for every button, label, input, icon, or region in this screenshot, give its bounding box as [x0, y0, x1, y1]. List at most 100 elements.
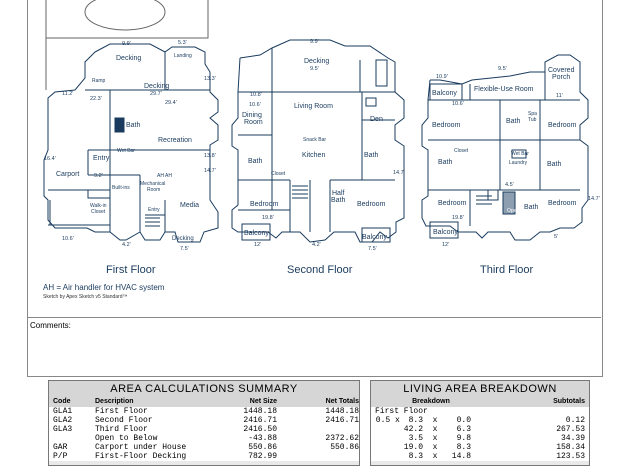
room-f3-bedroom-2: Bedroom: [548, 122, 577, 129]
cell-description: Third Floor: [95, 425, 148, 434]
cell-net-size: 2416.71: [243, 416, 277, 425]
col-breakdown: Breakdown: [412, 398, 450, 405]
page-frame: [27, 0, 603, 377]
dim-label: 10.9': [436, 74, 448, 80]
table-row: GAR Carport under House 550.86 550.86: [49, 443, 359, 452]
room-recreation: Recreation: [158, 137, 192, 144]
room-landing: Landing: [174, 53, 192, 59]
cell-description: First Floor: [95, 407, 148, 416]
room-entry-2: Entry: [148, 207, 160, 213]
living-breakdown-title: LIVING AREA BREAKDOWN: [371, 381, 589, 397]
room-porch: Porch: [552, 74, 570, 81]
room-mechanical-2: Room: [147, 187, 160, 193]
cell-net-size: 1448.18: [243, 407, 277, 416]
room-half-bath-2: Bath: [331, 197, 346, 204]
col-subtotals: Subtotals: [553, 398, 585, 405]
table-row: GLA1 First Floor 1448.18 1448.18: [49, 407, 359, 416]
room-f3-balcony-2: Balcony: [433, 229, 458, 236]
room-f3-spa: Spa: [528, 111, 537, 117]
room-flexible-use: Flexible-Use Room: [474, 86, 534, 93]
dim-label: 9.2': [94, 173, 103, 179]
dim-label: 19.8': [452, 215, 464, 221]
cell-subtotal: 34.39: [560, 434, 585, 443]
col-net-totals: Net Totals: [325, 398, 359, 405]
table-row: 8.3 x 14.8 123.53: [371, 452, 589, 461]
cell-net-total: 2416.71: [325, 416, 359, 425]
dim-label: 10.8': [250, 92, 262, 98]
dim-label: 10.6': [452, 101, 464, 107]
cell-dimensions: 8.3 x 0.0: [399, 416, 472, 425]
dim-label: 29.4': [165, 100, 177, 106]
cell-description: Carport under House: [95, 443, 187, 452]
dim-label: 9.9': [310, 39, 319, 45]
dim-label: 11.2': [62, 91, 73, 97]
dim-label: 14.7': [393, 170, 405, 176]
table-row: Open to Below -43.88 2372.62: [49, 434, 359, 443]
pool-outline: [84, 0, 166, 31]
cell-description: Open to Below: [95, 434, 158, 443]
room-f2-balcony-2: Balcony: [362, 234, 387, 241]
cell-factor: 0.5 x: [371, 416, 400, 425]
room-decking: Decking: [116, 55, 141, 62]
cell-code: GLA1: [53, 407, 73, 416]
third-floor-plan: [421, 54, 589, 241]
area-calculations-panel: AREA CALCULATIONS SUMMARY Code Descripti…: [48, 380, 360, 466]
dim-label: 4.2': [122, 242, 131, 248]
dim-label: 9.5': [498, 66, 507, 72]
cell-factor: [371, 434, 399, 443]
cell-net-total: [277, 425, 359, 434]
table-row: GLA3 Third Floor 2416.50: [49, 425, 359, 434]
cell-subtotal: 0.12: [565, 416, 585, 425]
dim-label: 16.4': [44, 156, 56, 162]
room-covered: Covered: [548, 67, 575, 74]
sketch-credit: Sketch by Apex Sketch v5 Standard™: [43, 294, 128, 300]
room-air-handlers: AH AH: [157, 173, 172, 179]
dim-label: 14.7': [204, 168, 216, 174]
room-f2-decking: Decking: [304, 58, 329, 65]
room-kitchen: Kitchen: [302, 152, 325, 159]
dim-label: 22.3': [90, 96, 102, 102]
room-f3-open: Open: [507, 208, 519, 214]
dim-label: 5.3': [178, 40, 187, 46]
room-den: Den: [370, 116, 383, 123]
cell-subtotal: 123.53: [556, 452, 585, 461]
room-decking-2: Decking: [144, 83, 169, 90]
room-wet-bar: Wet Bar: [117, 148, 135, 154]
table-row: 42.2 x 6.3 267.53: [371, 425, 589, 434]
room-f3-bath-1: Bath: [506, 118, 521, 125]
col-code: Code: [53, 398, 71, 405]
cell-code: GAR: [53, 443, 68, 452]
room-f3-closet: Closet: [454, 148, 469, 154]
room-mechanical: Mechanical: [140, 181, 165, 187]
room-f3-bath-3: Bath: [547, 161, 562, 168]
room-carport: Carport: [56, 171, 79, 178]
room-bath: Bath: [126, 122, 141, 129]
cell-net-total: 2372.62: [325, 434, 359, 443]
second-floor-label: Second Floor: [287, 264, 353, 276]
room-f2-bath: Bath: [248, 158, 263, 165]
site-boundary: [45, 0, 209, 39]
room-snack-bar: Snack Bar: [303, 137, 326, 143]
dim-label: 10.6': [62, 236, 74, 242]
room-f3-wet-bar: Wet Bar: [511, 151, 529, 157]
cell-net-size: 550.86: [248, 443, 277, 452]
dim-label: 7.5': [180, 246, 189, 252]
room-walk-in: Walk-in: [90, 203, 107, 209]
dim-label: 12': [442, 242, 449, 248]
room-living: Living Room: [294, 103, 333, 110]
room-f3-tub: Tub: [528, 117, 537, 123]
room-ramp: Ramp: [92, 78, 106, 84]
cell-code: GLA3: [53, 425, 73, 434]
comments-divider: [27, 317, 601, 318]
section-first-floor: First Floor: [375, 407, 428, 416]
room-f2-balcony: Balcony: [244, 230, 269, 237]
first-floor-plan: [43, 43, 219, 243]
living-breakdown-header: Breakdown Subtotals: [371, 397, 589, 407]
room-f3-bedroom-3: Bedroom: [438, 200, 467, 207]
section-row: First Floor: [371, 407, 589, 416]
dim-label: 29.7': [150, 91, 162, 97]
table-row: P/P First-Floor Decking 782.99: [49, 452, 359, 461]
dim-label: 9.5': [310, 66, 319, 72]
room-f2-bedroom-2: Bedroom: [357, 201, 386, 208]
living-area-breakdown-panel: LIVING AREA BREAKDOWN Breakdown Subtotal…: [370, 380, 590, 466]
